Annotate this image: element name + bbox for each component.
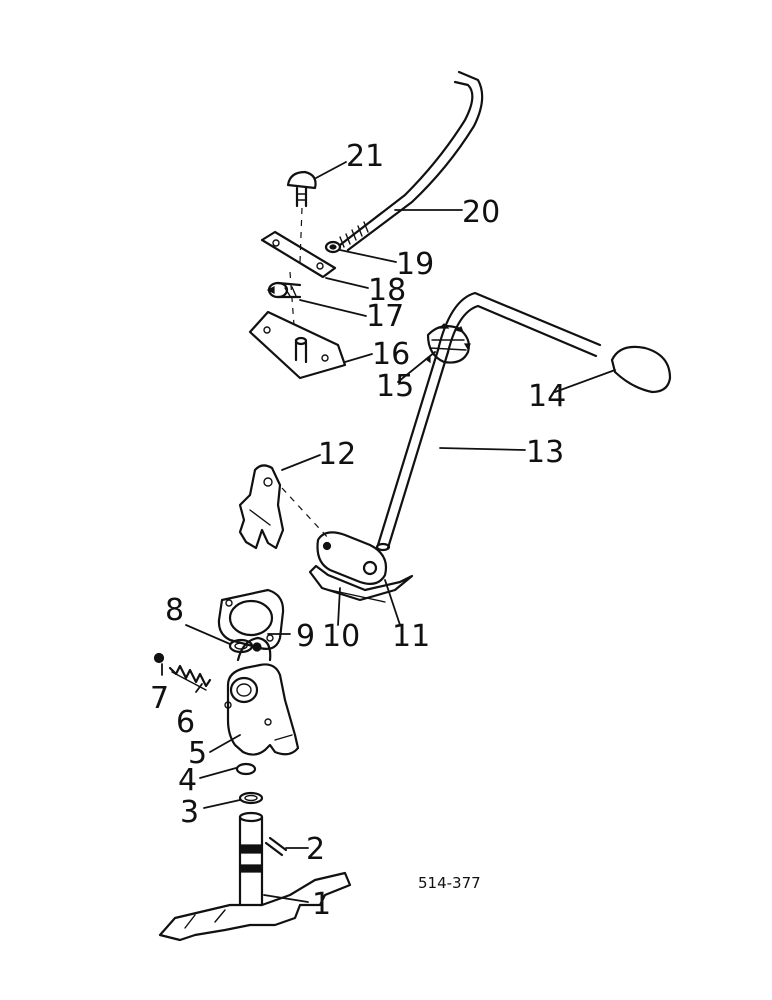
part-6-spring <box>168 664 212 691</box>
part-16-base-plate <box>248 310 347 380</box>
part-11-pivot-plate <box>316 531 388 585</box>
callout-5: 5 <box>188 736 207 771</box>
callout-16: 16 <box>372 337 410 372</box>
callout-10: 10 <box>322 619 360 654</box>
part-7-ball <box>153 652 165 664</box>
callout-7: 7 <box>150 681 169 716</box>
part-13-lever-rod <box>375 291 602 552</box>
callout-2: 2 <box>306 832 325 867</box>
callout-21: 21 <box>346 139 384 174</box>
part-17-pivot-bolt <box>266 281 302 299</box>
part-4-o-ring <box>235 762 257 776</box>
callout-9: 9 <box>296 619 315 654</box>
callout-8: 8 <box>165 593 184 628</box>
assembly-line-21-18 <box>299 207 303 263</box>
drawing-code: 514-377 <box>418 874 481 892</box>
callout-3: 3 <box>180 795 199 830</box>
callout-1: 1 <box>312 887 331 922</box>
part-2-pin <box>264 836 288 857</box>
callout-14: 14 <box>528 379 566 414</box>
part-14-knob <box>610 345 672 394</box>
part-20-rod <box>338 70 484 252</box>
callout-6: 6 <box>176 705 195 740</box>
callout-20: 20 <box>462 195 500 230</box>
assembly-line-12-11 <box>281 487 331 541</box>
callout-15: 15 <box>376 369 414 404</box>
callout-numbers: 1 2 3 4 5 6 7 8 9 10 11 12 13 14 15 16 1… <box>150 139 566 922</box>
part-10-lever-link <box>308 564 414 603</box>
callout-17: 17 <box>366 299 404 334</box>
callout-19: 19 <box>396 247 434 282</box>
part-12-bracket <box>238 464 285 550</box>
callout-18: 18 <box>368 273 406 308</box>
assembly-line-18-16 <box>289 271 295 326</box>
part-18-top-plate <box>260 230 337 279</box>
part-19-nut <box>324 240 342 254</box>
part-1-shift-shaft-fork <box>158 811 352 942</box>
callout-11: 11 <box>392 619 430 654</box>
callout-4: 4 <box>178 763 197 798</box>
part-15-boot <box>425 323 471 364</box>
part-3-retaining-ring <box>238 791 264 805</box>
callout-13: 13 <box>526 435 564 470</box>
callout-12: 12 <box>318 437 356 472</box>
part-21-bolt <box>286 170 317 208</box>
part-9-gasket <box>217 588 285 650</box>
leader-lines <box>161 161 616 903</box>
